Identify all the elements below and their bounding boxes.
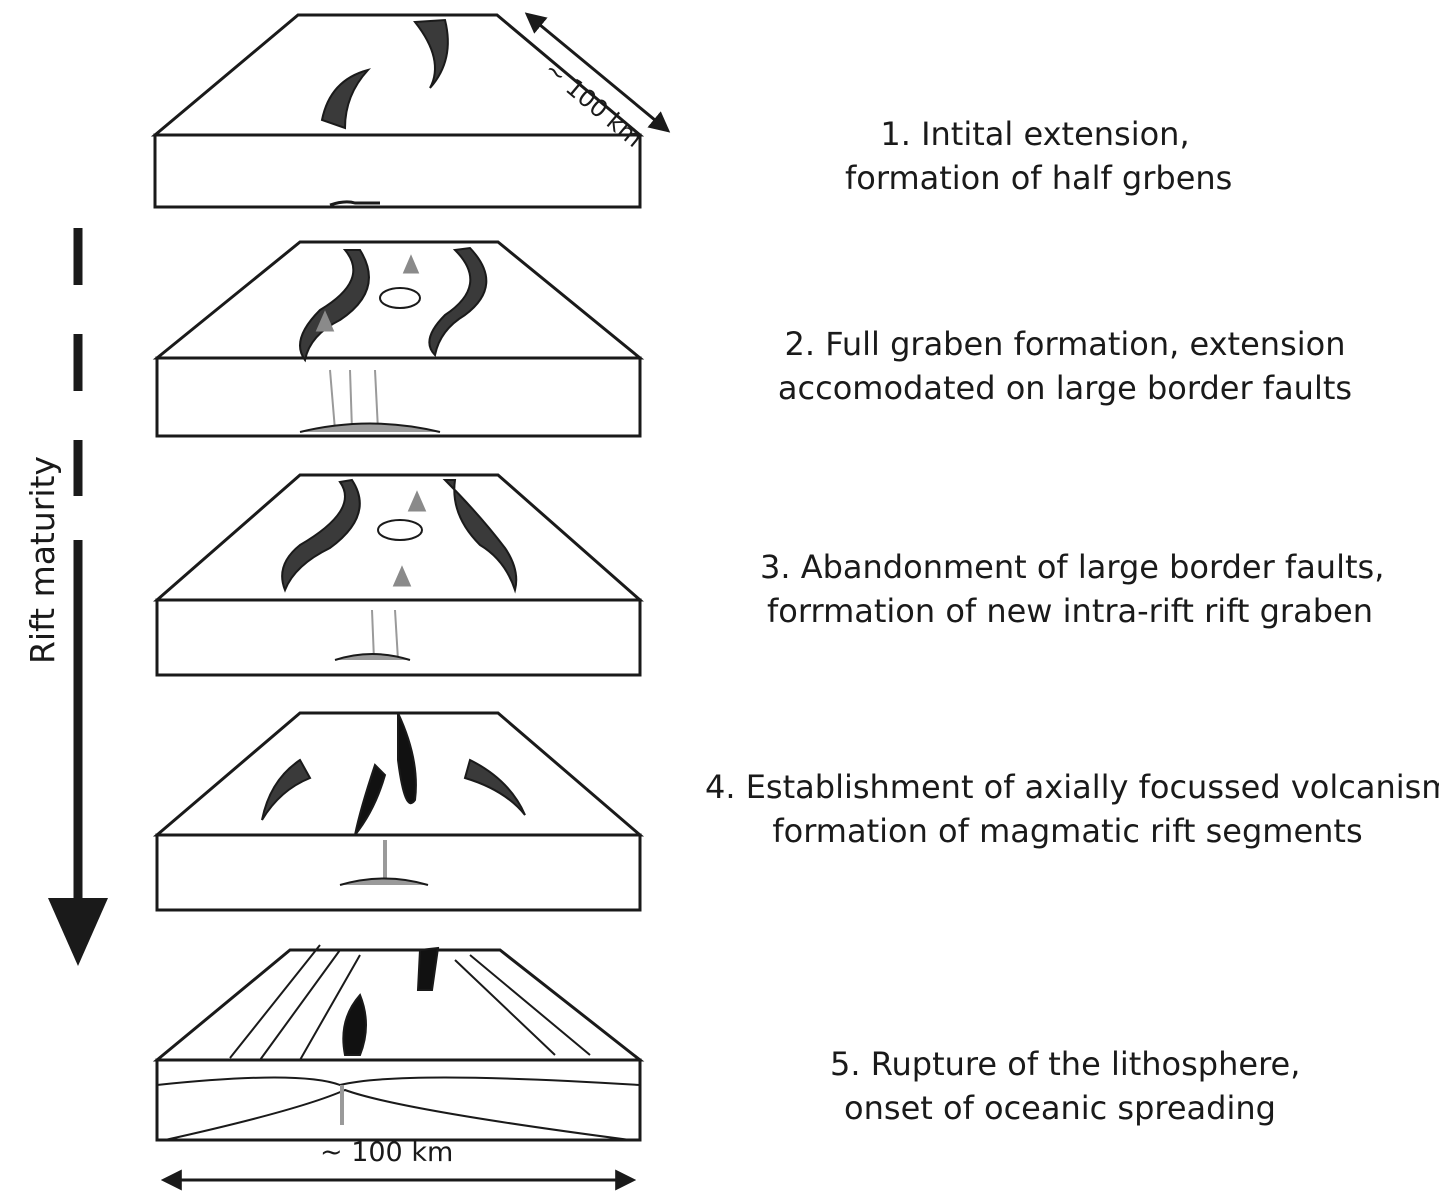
stage-1-caption: 1. Intital extension, formation of half … [845, 112, 1225, 200]
block-stage-5 [157, 945, 640, 1140]
stage-3-caption: 3. Abandonment of large border faults, f… [760, 545, 1380, 633]
stage-4-caption: 4. Establishment of axially focussed vol… [705, 765, 1430, 853]
stage-2-line-1: 2. Full graben formation, extension [770, 322, 1360, 366]
block-stage-1 [155, 15, 640, 207]
stage-2-line-2: accomodated on large border faults [770, 366, 1360, 410]
scale-label-bottom: ~ 100 km [320, 1137, 453, 1168]
stage-5-line-2: onset of oceanic spreading [830, 1086, 1290, 1130]
stage-4-line-1: 4. Establishment of axially focussed vol… [705, 765, 1430, 809]
block-stage-4 [157, 713, 640, 910]
block-stage-2 [157, 242, 640, 436]
stage-5-line-1: 5. Rupture of the lithosphere, [830, 1042, 1290, 1086]
caldera [380, 288, 420, 308]
stage-1-line-2: formation of half grbens [845, 156, 1225, 200]
stage-2-caption: 2. Full graben formation, extension acco… [770, 322, 1360, 410]
stage-5-caption: 5. Rupture of the lithosphere, onset of … [830, 1042, 1290, 1130]
stage-1-line-1: 1. Intital extension, [845, 112, 1225, 156]
stage-3-line-1: 3. Abandonment of large border faults, [760, 545, 1380, 589]
block-stage-3 [157, 475, 640, 675]
stage-4-line-2: formation of magmatic rift segments [705, 809, 1430, 853]
rift-maturity-label: Rift maturity [23, 435, 63, 685]
stage-3-line-2: forrmation of new intra-rift rift graben [760, 589, 1380, 633]
caldera [378, 520, 422, 540]
